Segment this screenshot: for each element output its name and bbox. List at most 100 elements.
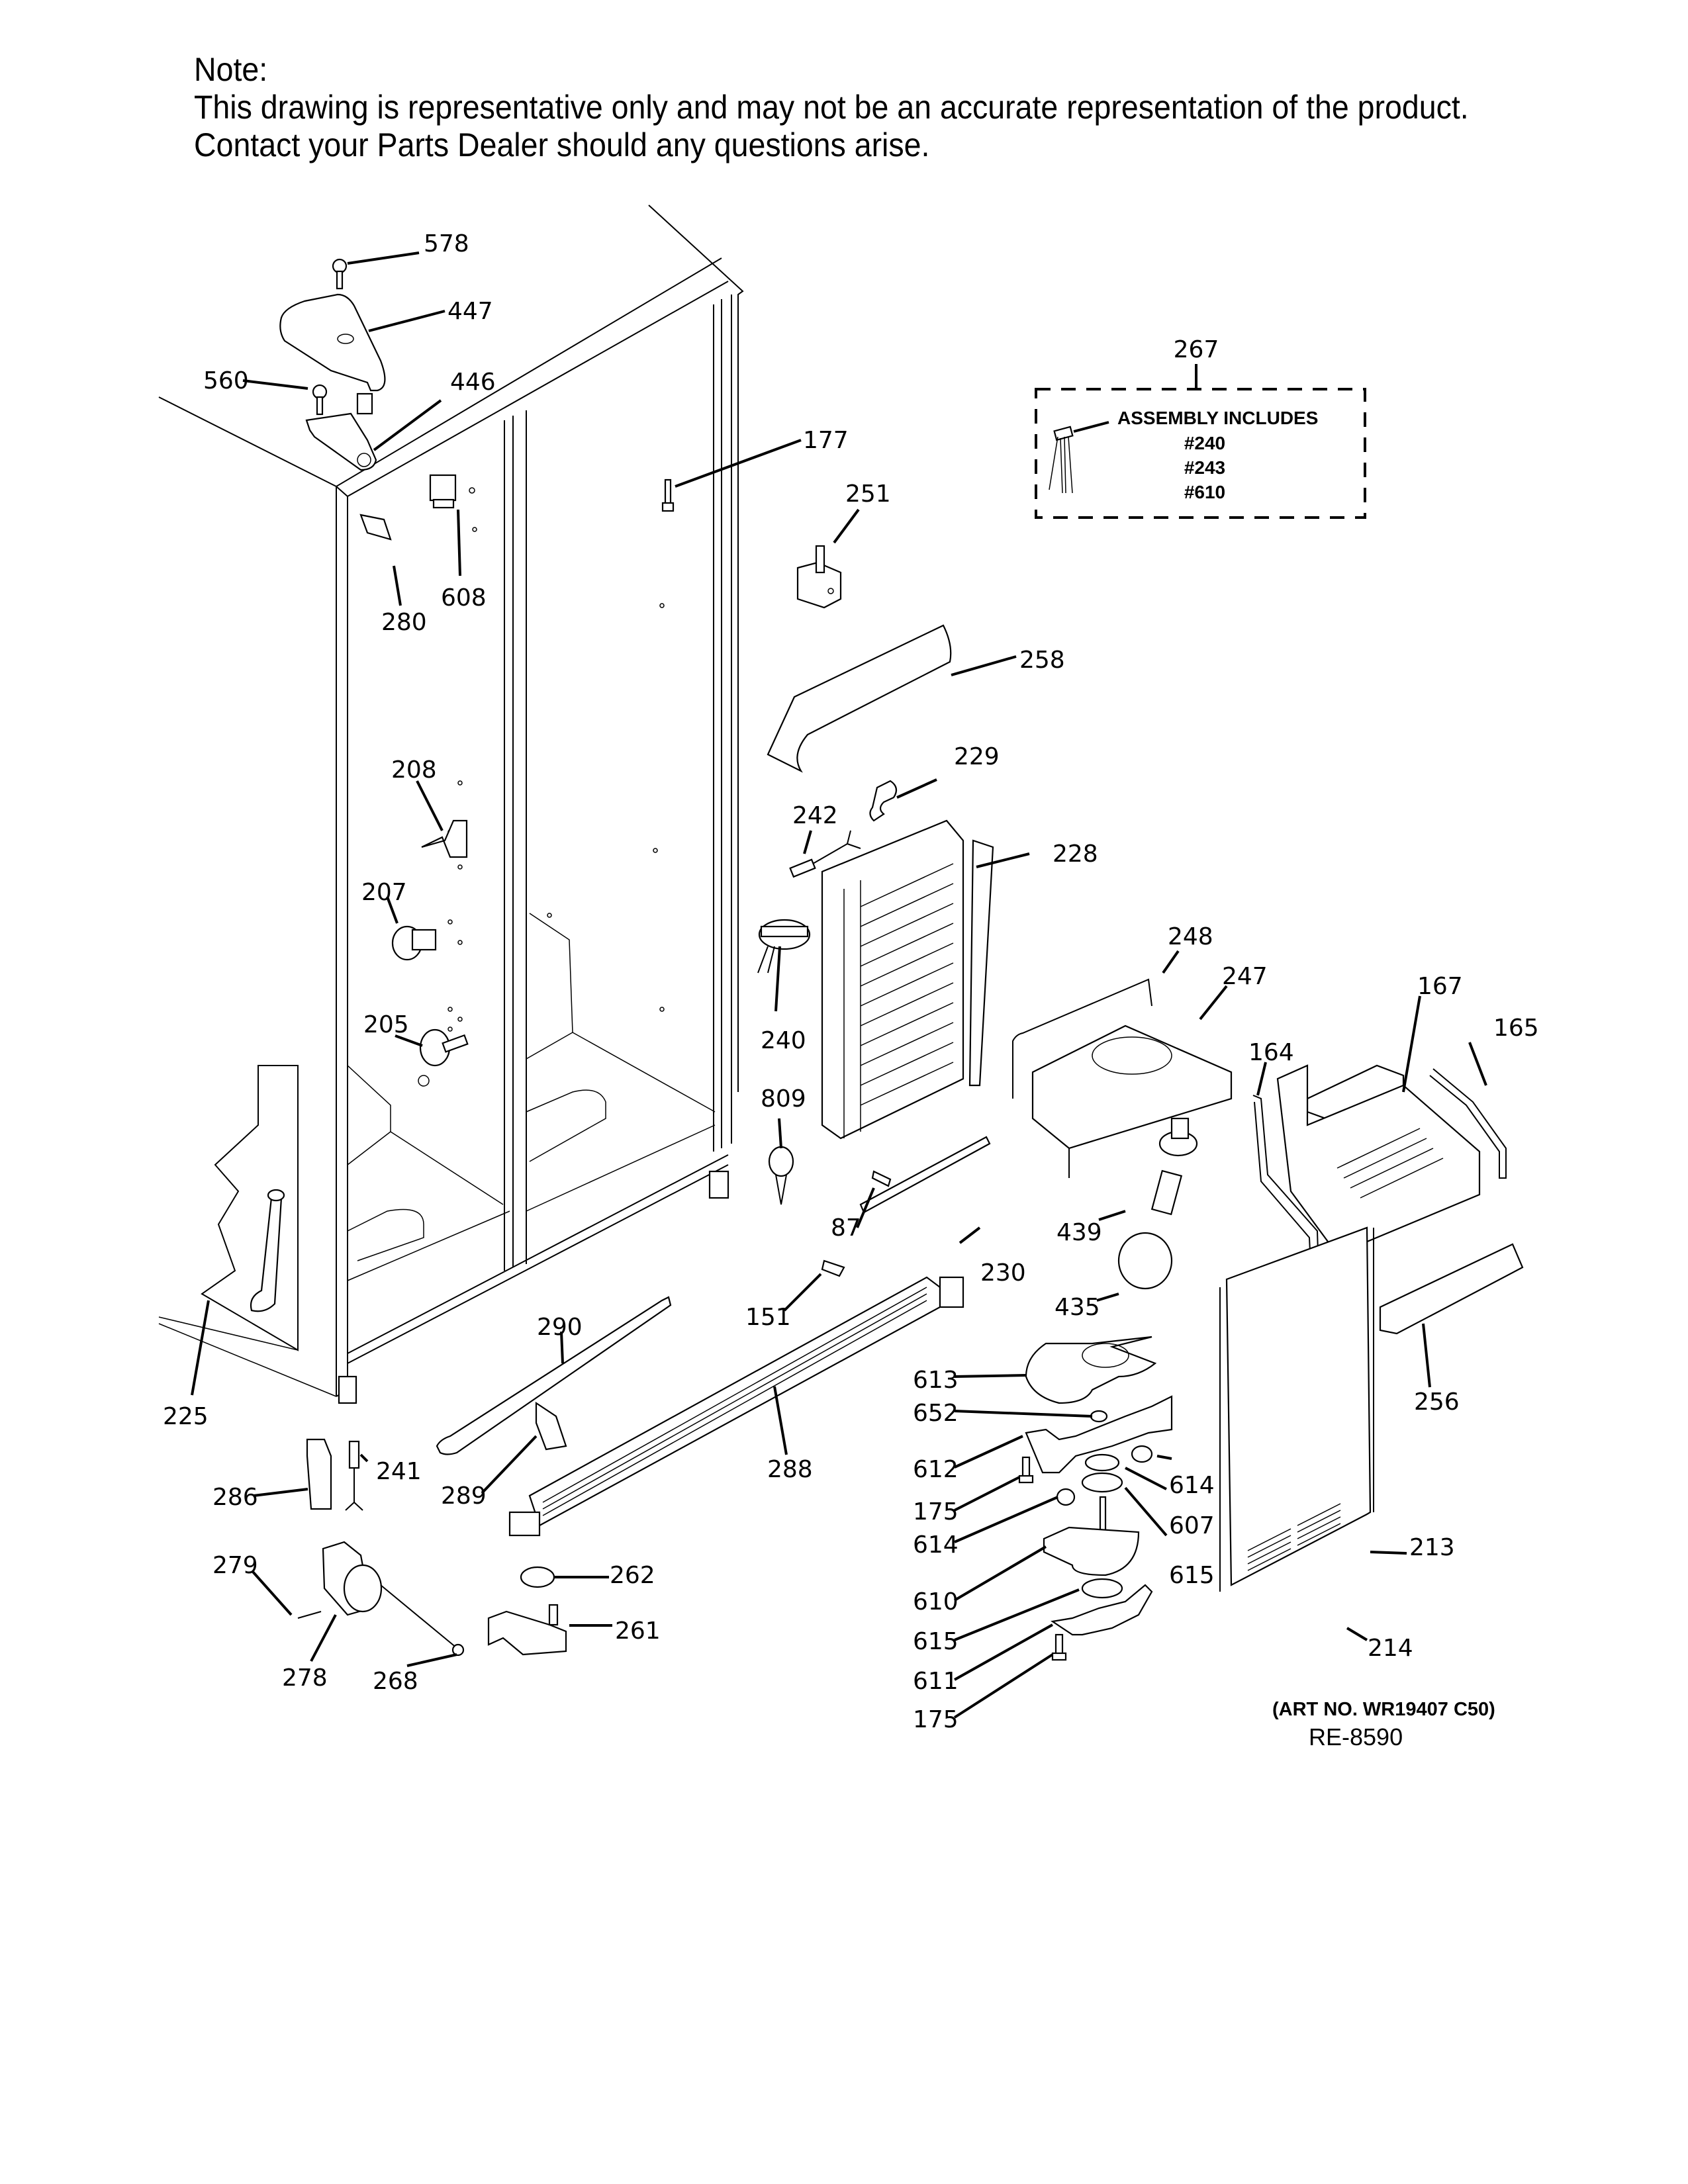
part-label-208: 208 (391, 756, 437, 784)
top-hinge-icon (305, 412, 377, 471)
roller-278-icon (322, 1541, 465, 1657)
part-label-615: 615 (1169, 1562, 1215, 1589)
part-label-248: 248 (1168, 923, 1213, 950)
plug-205-icon (419, 1028, 469, 1067)
part-label-229: 229 (954, 743, 1000, 770)
assembly-item: #610 (1184, 482, 1225, 502)
drawing-reference: RE-8590 (1309, 1723, 1403, 1751)
screw-175-icon (1018, 1456, 1034, 1484)
part-label-165: 165 (1493, 1015, 1539, 1042)
part-label-290: 290 (537, 1314, 583, 1341)
part-label-610: 610 (913, 1588, 959, 1615)
pin-279-icon (297, 1611, 322, 1619)
part-label-225: 225 (163, 1403, 209, 1430)
part-label-164: 164 (1248, 1039, 1294, 1066)
switch-608-icon (429, 474, 457, 509)
assembly-267-box: ASSEMBLY INCLUDES #240 #243 #610 267 (1035, 336, 1366, 519)
art-number: (ART NO. WR19407 C50) (1272, 1699, 1495, 1720)
thermostat-240-icon (757, 919, 811, 974)
part-label-560: 560 (203, 367, 249, 394)
part-label-87: 87 (831, 1214, 861, 1242)
part-809-icon (768, 1146, 794, 1205)
part-label-247: 247 (1222, 963, 1268, 990)
bracket-289-icon (535, 1401, 567, 1451)
screw-87-icon (871, 1170, 892, 1187)
cabinet-case (158, 205, 744, 1404)
part-242-icon (789, 830, 861, 878)
assembly-heading: ASSEMBLY INCLUDES (1117, 408, 1318, 428)
rear-panel-213-icon (1219, 1226, 1374, 1592)
part-229-icon (869, 780, 898, 822)
part-208-icon (421, 819, 468, 858)
drain-trough-230-icon (859, 1136, 991, 1214)
part-label-607: 607 (1169, 1512, 1215, 1539)
bracket-612-icon (1025, 1395, 1173, 1474)
part-label-439: 439 (1056, 1219, 1102, 1246)
part-label-446: 446 (450, 369, 496, 396)
part-label-241: 241 (376, 1458, 422, 1485)
part-label-240: 240 (761, 1027, 806, 1054)
part-label-613: 613 (913, 1367, 959, 1394)
part-label-258: 258 (1019, 647, 1065, 674)
part-251-icon (796, 545, 842, 609)
part-label-447: 447 (447, 298, 493, 325)
grommet-614-icon (1131, 1445, 1153, 1463)
note-contact: Contact your Parts Dealer should any que… (194, 126, 930, 163)
part-labels: 578 447 560 446 177 251 280 608 258 229 … (163, 230, 1539, 1733)
pin-241-icon (345, 1440, 363, 1511)
light-socket-439-icon (1158, 1117, 1198, 1157)
light-bulb-435-icon (1117, 1169, 1183, 1290)
part-label-175: 175 (913, 1498, 959, 1525)
part-label-611: 611 (913, 1668, 959, 1695)
part-label-614: 614 (1169, 1472, 1215, 1499)
assembly-item: #243 (1184, 457, 1225, 478)
part-label-205: 205 (363, 1011, 409, 1038)
part-label-256: 256 (1414, 1388, 1460, 1416)
part-label-167: 167 (1417, 973, 1463, 1000)
bracket-611-icon (1051, 1584, 1153, 1636)
note-title: Note: (194, 51, 268, 88)
part-label-809: 809 (761, 1085, 806, 1113)
screw-560-icon (312, 384, 328, 416)
part-label-278: 278 (282, 1664, 328, 1692)
bearing-607-icon (1084, 1453, 1120, 1472)
screw-151-icon (821, 1259, 845, 1277)
trim-256-icon (1379, 1243, 1524, 1335)
tape-280-icon (359, 514, 392, 541)
fan-shroud-247-icon (1012, 978, 1233, 1178)
part-label-268: 268 (373, 1668, 418, 1695)
leader-lines (191, 251, 1487, 1719)
part-label-279: 279 (212, 1552, 258, 1579)
grommet-614-left-icon (1056, 1488, 1076, 1506)
part-label-177: 177 (803, 427, 849, 454)
part-label-151: 151 (745, 1304, 791, 1331)
part-label-267: 267 (1174, 336, 1219, 363)
grille-288-icon (508, 1276, 964, 1537)
part-label-251: 251 (845, 480, 891, 508)
part-label-615: 615 (913, 1628, 959, 1655)
screw-175-lower-icon (1051, 1633, 1067, 1661)
part-label-652: 652 (913, 1400, 959, 1427)
part-label-578: 578 (424, 230, 469, 257)
part-label-213: 213 (1409, 1534, 1455, 1561)
mount-615-icon (1081, 1472, 1123, 1493)
part-label-228: 228 (1053, 841, 1098, 868)
note-disclaimer: This drawing is representative only and … (194, 89, 1469, 126)
assembly-item: #240 (1184, 433, 1225, 453)
part-label-214: 214 (1368, 1635, 1413, 1662)
evaporator-228-icon (821, 819, 994, 1140)
part-262-icon (520, 1566, 555, 1588)
plug-207-icon (391, 925, 437, 961)
fan-blade-613-icon (1025, 1336, 1157, 1404)
part-label-289: 289 (441, 1482, 487, 1510)
evaporator-cover-258-icon (767, 624, 952, 773)
fan-motor-610-icon (1043, 1496, 1140, 1576)
part-label-608: 608 (441, 584, 487, 612)
part-label-207: 207 (361, 879, 407, 906)
part-label-435: 435 (1055, 1294, 1100, 1321)
toe-rail-290-icon (436, 1296, 672, 1455)
seal-165-icon (1429, 1068, 1507, 1179)
screw-177-icon (661, 478, 675, 512)
part-label-286: 286 (212, 1484, 258, 1511)
